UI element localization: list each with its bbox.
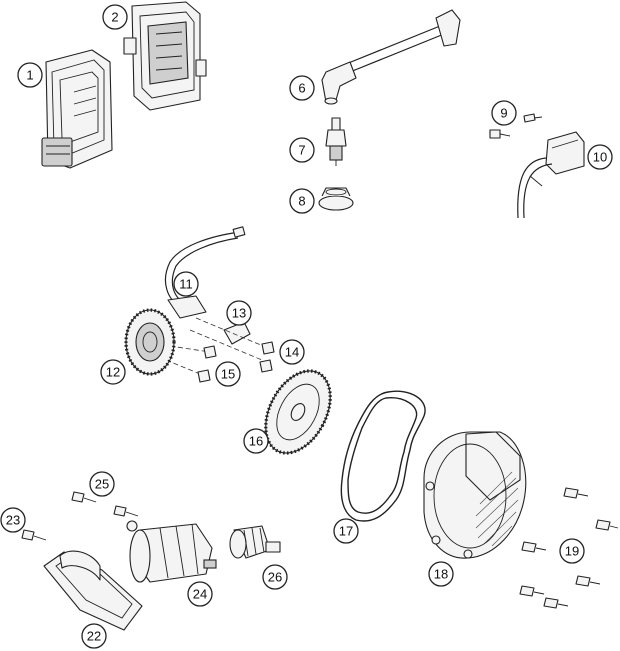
callout-17: 17 (333, 518, 359, 544)
svg-text:19: 19 (565, 544, 579, 559)
callout-2: 2 (102, 4, 128, 30)
part-ignition-cover (423, 431, 527, 559)
callout-22: 22 (81, 623, 107, 649)
callout-26: 26 (262, 564, 288, 590)
callout-14: 14 (279, 339, 305, 365)
svg-text:2: 2 (111, 10, 118, 25)
svg-text:1: 1 (26, 68, 33, 83)
svg-text:26: 26 (268, 570, 282, 585)
svg-text:10: 10 (593, 150, 607, 165)
part-ecu-left (41, 49, 113, 169)
svg-text:7: 7 (298, 143, 305, 158)
part-bolts-14-15 (165, 341, 275, 383)
callout-24: 24 (187, 581, 213, 607)
svg-text:22: 22 (87, 629, 101, 644)
part-stator-cable (165, 226, 246, 319)
callout-16: 16 (243, 428, 269, 454)
svg-text:12: 12 (106, 365, 120, 380)
part-stator (124, 308, 176, 376)
callout-7: 7 (289, 137, 315, 163)
svg-text:8: 8 (298, 194, 305, 209)
callout-1: 1 (17, 62, 43, 88)
part-pulse-generator (189, 317, 269, 361)
callout-9: 9 (491, 100, 517, 126)
part-control-unit (123, 1, 207, 111)
svg-text:16: 16 (249, 434, 263, 449)
part-spark-plug (325, 117, 347, 166)
svg-text:15: 15 (221, 367, 235, 382)
part-spark-plug-cap (321, 9, 461, 105)
part-starter-motor (126, 520, 217, 583)
svg-text:18: 18 (434, 567, 448, 582)
part-cover-gasket (340, 390, 426, 522)
part-screws-23-25 (21, 491, 139, 541)
svg-text:25: 25 (95, 477, 109, 492)
callout-25: 25 (89, 471, 115, 497)
part-cover-screws (519, 487, 619, 609)
svg-text:17: 17 (339, 524, 353, 539)
part-screws-9 (489, 113, 543, 139)
svg-text:13: 13 (232, 306, 246, 321)
callout-15: 15 (215, 361, 241, 387)
callout-12: 12 (100, 359, 126, 385)
svg-text:9: 9 (500, 106, 507, 121)
part-starter-bracket (43, 550, 143, 631)
callout-6: 6 (289, 75, 315, 101)
callout-23: 23 (0, 507, 26, 533)
svg-text:11: 11 (179, 277, 193, 292)
callout-18: 18 (428, 561, 454, 587)
part-ignition-coil (517, 131, 585, 219)
callout-19: 19 (559, 538, 585, 564)
svg-text:6: 6 (298, 81, 305, 96)
cover-hatch-pattern (475, 471, 519, 547)
callout-13: 13 (226, 300, 252, 326)
callout-11: 11 (173, 271, 199, 297)
callout-8: 8 (289, 188, 315, 214)
part-starter-gear (229, 525, 281, 559)
svg-text:14: 14 (285, 345, 299, 360)
svg-text:24: 24 (193, 587, 207, 602)
part-seal-ring (318, 187, 354, 211)
callout-10: 10 (587, 144, 613, 170)
part-flywheel-ring-gear (264, 369, 332, 455)
svg-text:23: 23 (6, 513, 20, 528)
